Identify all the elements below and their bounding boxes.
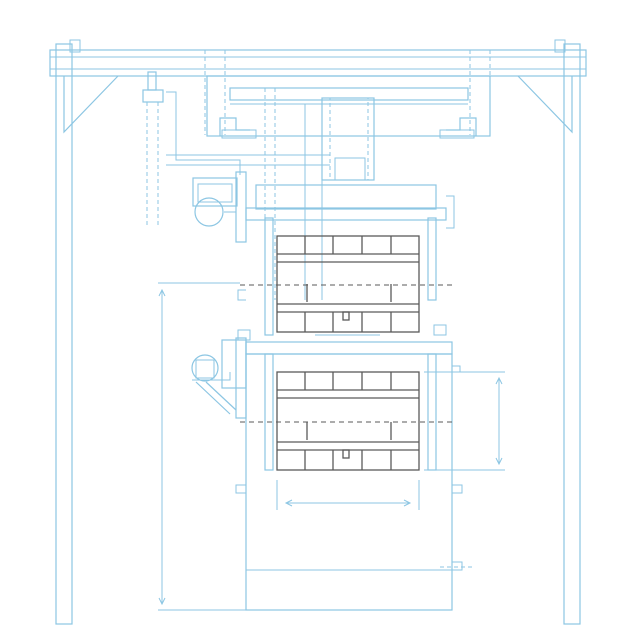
upper-basket xyxy=(240,235,455,333)
upper-motor xyxy=(192,171,247,243)
lower-basket xyxy=(240,371,455,471)
upper-bath xyxy=(245,184,455,336)
carriage xyxy=(206,75,491,300)
right-column xyxy=(563,43,581,625)
lift-chain xyxy=(142,71,330,225)
dimension-lines xyxy=(158,282,505,611)
lower-bath xyxy=(235,341,475,611)
left-column xyxy=(55,43,73,625)
lower-motor xyxy=(191,337,247,419)
